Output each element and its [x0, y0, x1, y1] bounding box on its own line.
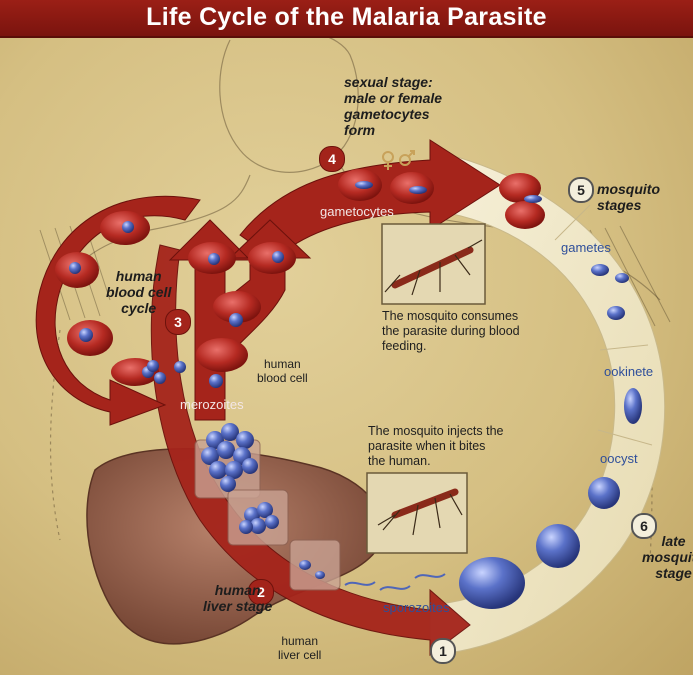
stage-3-label: human blood cell cycle [106, 268, 172, 316]
sporozoite-trail [344, 573, 446, 591]
stage-6-badge: 6 [631, 513, 657, 539]
merozoites-label: merozoites [180, 397, 244, 412]
human-liver-cell-label: human liver cell [278, 634, 322, 662]
ookinete-illustration [624, 388, 642, 424]
oocyst-label: oocyst [600, 451, 638, 466]
stage-2-label: human liver stage [203, 582, 273, 614]
liver-sporozoite-dots [299, 560, 325, 579]
liver-schizont [239, 502, 279, 534]
sporozoites-label: sporozoites [383, 600, 450, 615]
stage-5-badge: 5 [568, 177, 594, 203]
gametes-illustration [591, 264, 629, 320]
liver-cell-3 [289, 539, 341, 591]
gametes-label: gametes [561, 240, 611, 255]
consume-note: The mosquito consumes the parasite durin… [382, 309, 520, 353]
diagram-title: Life Cycle of the Malaria Parasite [146, 3, 547, 31]
mosquito-feeding-illustration [384, 239, 483, 296]
mosquito-biting-illustration [377, 488, 463, 536]
inject-note: The mosquito injects the parasite when i… [368, 424, 504, 468]
ruptured-oocyst-illustration [459, 557, 525, 609]
stage-6-label: late mosquito stage [642, 533, 693, 581]
ookinete-label: ookinete [604, 364, 654, 379]
gender-symbols-icon [382, 150, 415, 170]
title-bar [0, 0, 693, 38]
stage-1-badge: 1 [430, 638, 456, 664]
human-blood-cell-label: human blood cell [257, 357, 308, 385]
stage-3-badge: 3 [165, 309, 191, 335]
stage-4-badge: 4 [319, 146, 345, 172]
intracell-parasites [69, 181, 542, 388]
gametocytes-label: gametocytes [320, 204, 394, 219]
stage-4-label: sexual stage: male or female gametocytes… [344, 74, 443, 138]
oocyst-illustration [588, 477, 620, 509]
merozoite-cluster [201, 423, 258, 492]
late-oocyst-illustration [536, 524, 580, 568]
stage-2-badge: 2 [248, 579, 274, 605]
stage-5-label: mosquito stages [597, 181, 660, 213]
